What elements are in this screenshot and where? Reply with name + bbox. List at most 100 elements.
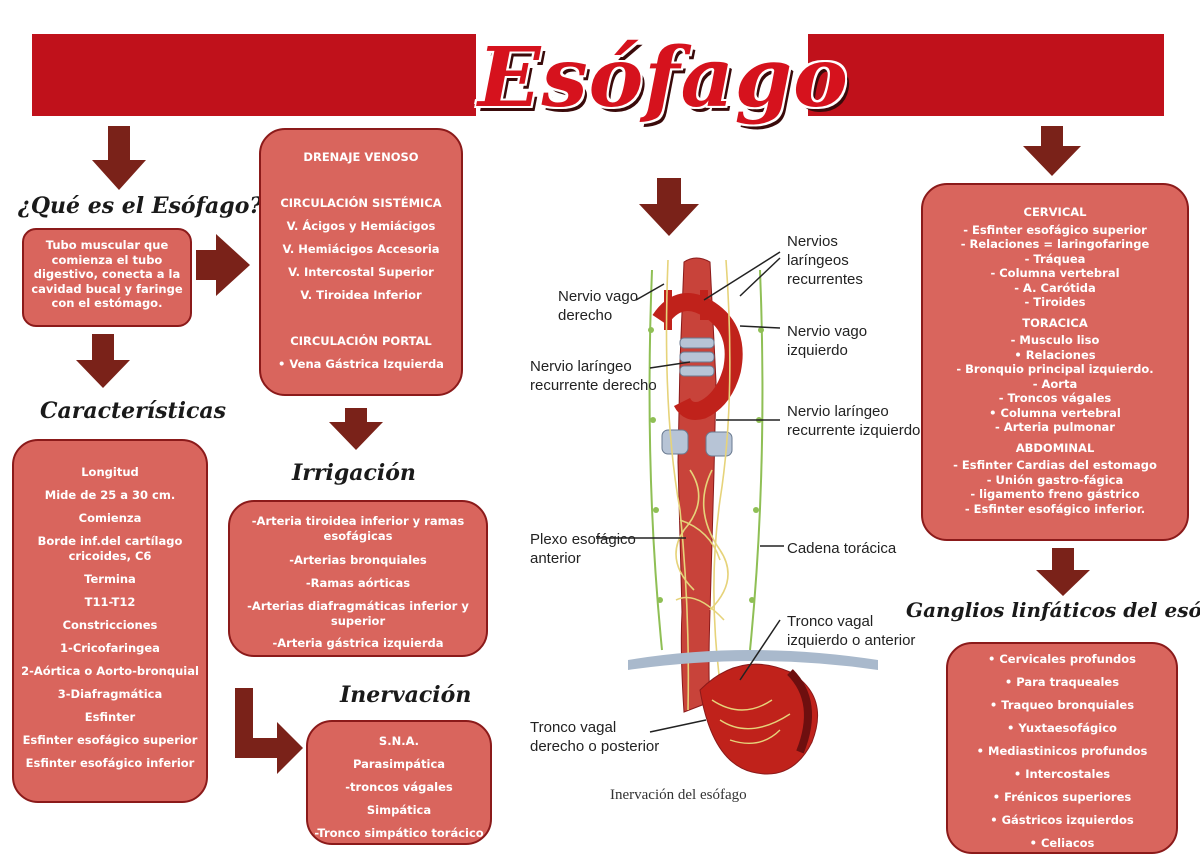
- porciones-line: - Esfinter Cardias del estomago: [953, 458, 1157, 472]
- ganglios-line: • Celiacos: [1029, 836, 1095, 850]
- ganglios-line: • Gástricos izquierdos: [990, 813, 1134, 827]
- porciones-line: - Unión gastro-fágica: [986, 472, 1124, 487]
- drenaje-line: V. Tiroidea Inferior: [300, 288, 422, 302]
- inervacion-line: -Tronco simpático torácico: [314, 826, 484, 840]
- caracteristicas-line: Esfinter esofágico inferior: [25, 756, 195, 770]
- porciones-line: TORACICA: [1022, 315, 1088, 330]
- ganglios-line: • Yuxtaesofágico: [1007, 721, 1117, 735]
- label-cadena: Cadena torácica: [787, 540, 897, 557]
- porciones-line: CERVICAL: [1023, 205, 1087, 219]
- drenaje-line: • Vena Gástrica Izquierda: [278, 357, 444, 371]
- ganglios-line: • Traqueo bronquiales: [989, 698, 1135, 712]
- porciones-line: • Columna vertebral: [989, 405, 1121, 420]
- drenaje-line: V. Ácigos y Hemiácigos: [286, 219, 436, 233]
- drenaje-line: CIRCULACIÓN PORTAL: [290, 334, 432, 348]
- que-es-line: cavidad bucal y faringe: [31, 281, 183, 296]
- caracteristicas-line: 1-Cricofaringea: [60, 641, 160, 655]
- caracteristicas-line: Mide de 25 a 30 cm.: [44, 488, 176, 502]
- que-es-line: comienza el tubo: [51, 252, 163, 267]
- porciones-line: - ligamento freno gástrico: [970, 487, 1140, 501]
- caracteristicas-line: 2-Aórtica o Aorto-bronquial: [21, 664, 199, 678]
- porciones-line: - Columna vertebral: [990, 266, 1120, 280]
- caracteristicas-line: Esfinter: [84, 710, 136, 724]
- title-banner-left: [32, 34, 476, 116]
- drenaje-line: V. Intercostal Superior: [288, 265, 434, 279]
- down-arrow-icon: [639, 178, 699, 236]
- inervacion-heading: Inervación: [340, 682, 472, 708]
- inervacion-line: Simpática: [366, 803, 432, 817]
- ganglios-box: • Cervicales profundos • Para traqueales…: [946, 642, 1178, 854]
- porciones-line: - A. Carótida: [1014, 280, 1096, 295]
- page-title: Esófago: [478, 30, 849, 126]
- down-arrow-icon: [76, 334, 130, 388]
- ganglios-line: • Intercostales: [1013, 767, 1111, 781]
- porciones-line: - Bronquio principal izquierdo.: [956, 362, 1154, 376]
- caracteristicas-line: Termina: [84, 572, 136, 586]
- down-arrow-icon: [329, 408, 383, 450]
- irrigacion-line: -Arteria gástrica izquierda: [272, 636, 444, 650]
- inervacion-line: -troncos vágales: [345, 780, 453, 794]
- porciones-list: CERVICAL - Esfinter esofágico superior- R…: [923, 205, 1187, 516]
- inervacion-line: S.N.A.: [378, 734, 420, 748]
- que-es-line: Tubo muscular que: [45, 238, 169, 252]
- inervacion-line: Parasimpática: [352, 757, 446, 771]
- ganglios-line: • Frénicos superiores: [992, 790, 1132, 804]
- caracteristicas-box: Longitud Mide de 25 a 30 cm. Comienza Bo…: [12, 439, 208, 803]
- que-es-heading: ¿Qué es el Esófago?: [18, 193, 263, 219]
- drenaje-line: V. Hemiácigos Accesoria: [282, 242, 440, 256]
- drenaje-venoso-box: DRENAJE VENOSO CIRCULACIÓN SISTÉMICA V. …: [259, 128, 463, 396]
- drenaje-line: CIRCULACIÓN SISTÉMICA: [280, 196, 442, 210]
- irrigacion-line: -Arterias bronquiales: [289, 553, 427, 567]
- porciones-line: ABDOMINAL: [1015, 440, 1095, 455]
- que-es-line: digestivo, conecta a la: [33, 267, 181, 281]
- caracteristicas-line: Constricciones: [62, 618, 158, 632]
- down-arrow-icon: [1023, 126, 1081, 176]
- irrigacion-heading: Irrigación: [292, 460, 416, 486]
- inervacion-box: S.N.A. Parasimpática -troncos vágales Si…: [306, 720, 492, 845]
- drenaje-line: DRENAJE VENOSO: [303, 150, 419, 164]
- corner-arrow-icon: [235, 688, 303, 774]
- porciones-line: - Tráquea: [1024, 251, 1086, 266]
- irrigacion-line: -Ramas aórticas: [305, 576, 411, 590]
- down-arrow-icon: [1036, 548, 1090, 596]
- porciones-box: CERVICAL - Esfinter esofágico superior- R…: [921, 183, 1189, 541]
- que-es-line: con el estómago.: [51, 296, 163, 310]
- porciones-line: - Musculo liso: [1010, 333, 1100, 347]
- title-banner-right: [808, 34, 1164, 116]
- porciones-line: - Esfinter esofágico superior: [963, 222, 1147, 237]
- caracteristicas-line: T11-T12: [84, 595, 136, 609]
- porciones-line: - Troncos vágales: [998, 391, 1112, 405]
- caracteristicas-line: Comienza: [78, 511, 142, 525]
- illustration-caption: Inervación del esófago: [610, 787, 747, 803]
- porciones-line: - Aorta: [1032, 376, 1078, 391]
- down-arrow-icon: [92, 126, 146, 190]
- ganglios-line: • Mediastinicos profundos: [976, 744, 1148, 758]
- caracteristicas-heading: Características: [40, 398, 227, 424]
- caracteristicas-line: Longitud: [81, 465, 139, 479]
- right-arrow-icon: [196, 234, 250, 296]
- que-es-box: Tubo muscular que comienza el tubo diges…: [22, 228, 192, 327]
- caracteristicas-line: 3-Diafragmática: [57, 687, 163, 701]
- porciones-line: - Relaciones = laringofaringe: [960, 237, 1150, 251]
- caracteristicas-line: Esfinter esofágico superior: [22, 733, 198, 747]
- porciones-line: • Relaciones: [1014, 347, 1096, 362]
- ganglios-line: • Cervicales profundos: [987, 652, 1137, 666]
- ganglios-line: • Para traqueales: [1004, 675, 1120, 689]
- porciones-line: - Esfinter esofágico inferior.: [964, 501, 1146, 516]
- ganglios-heading: Ganglios linfáticos del esófago: [906, 598, 1200, 622]
- porciones-line: - Tiroides: [1024, 295, 1086, 309]
